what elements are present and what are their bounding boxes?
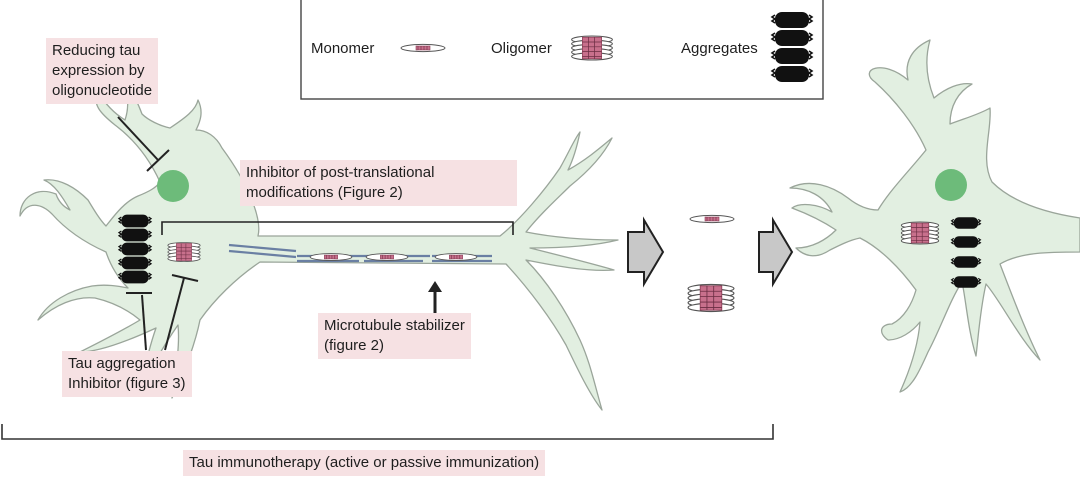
aggregation-inhibitor-label: Tau aggregation Inhibitor (figure 3) (62, 351, 192, 397)
progression-arrow-2 (758, 216, 794, 288)
neuron-right (789, 39, 1080, 393)
ptm-inhibitor-label-line-1: Inhibitor of post-translational (246, 164, 435, 181)
aggregates-left (118, 213, 152, 285)
legend-oligomer-label: Oligomer (491, 40, 552, 57)
aggregation-inhibitor-label-line-2: Inhibitor (figure 3) (68, 375, 186, 392)
legend-box (300, 0, 824, 100)
immunotherapy-bracket (1, 424, 774, 440)
microtubule-stabilizer-label: Microtubule stabilizer (figure 2) (318, 313, 471, 359)
progression-arrow-1 (627, 216, 665, 288)
microtubule-stabilizer-label-line-2: (figure 2) (324, 337, 385, 354)
aggregation-inhibitor-label-line-1: Tau aggregation (68, 355, 176, 372)
oligonucleotide-label-line-3: oligonucleotide (52, 82, 153, 99)
monomer-legend-icon (400, 43, 446, 53)
ptm-bracket (161, 221, 514, 235)
immunotherapy-label: Tau immunotherapy (active or passive imm… (183, 450, 546, 476)
ptm-inhibitor-label: Inhibitor of post-translational modifica… (240, 160, 517, 206)
inhibition-markers (117, 116, 199, 351)
oligonucleotide-label-line-2: expression by (52, 62, 145, 79)
oligonucleotide-label: Reducing tau expression by oligonucleoti… (46, 38, 159, 104)
oligomer-left (167, 242, 201, 262)
oligomer-legend-icon (571, 35, 613, 61)
neuron-left (19, 75, 619, 411)
legend-monomer-label: Monomer (311, 40, 375, 57)
oligonucleotide-label-line-1: Reducing tau (52, 42, 141, 59)
ptm-inhibitor-label-line-2: modifications (Figure 2) (246, 184, 403, 201)
nucleus-left (157, 170, 189, 202)
oligomer-right (900, 221, 940, 245)
microtubule-stabilizer-label-line-1: Microtubule stabilizer (324, 317, 465, 334)
extracellular-monomer (689, 214, 735, 224)
extracellular-oligomer (687, 283, 735, 313)
nucleus-right (935, 169, 967, 201)
legend-aggregates-label: Aggregates (681, 40, 758, 57)
